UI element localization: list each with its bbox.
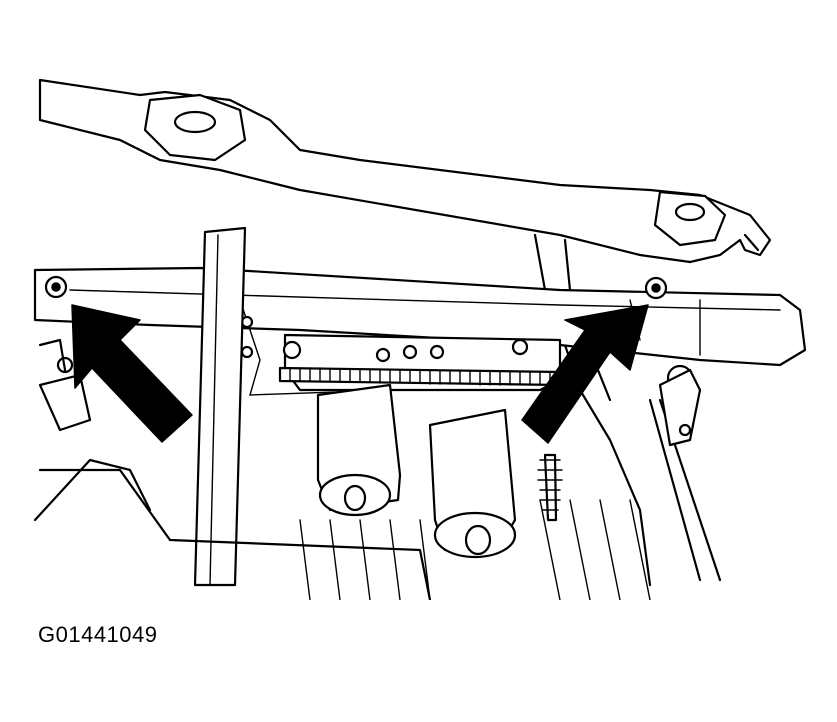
spring xyxy=(537,453,563,522)
linkage xyxy=(648,364,722,582)
bolt-right-center xyxy=(651,283,661,293)
vertical-rail xyxy=(193,226,247,587)
arrow-left xyxy=(71,304,193,443)
upper-bracket xyxy=(38,78,772,264)
arrow-right xyxy=(521,304,649,444)
figure-id-label: G01441049 xyxy=(38,622,158,647)
floor-lines xyxy=(33,458,651,600)
bolt-left-center xyxy=(51,282,61,292)
left-bracket xyxy=(38,338,92,432)
seat-track-motor-diagram xyxy=(33,78,807,600)
motor-left xyxy=(316,383,402,517)
gear-rack xyxy=(278,366,562,387)
motor-right xyxy=(428,408,517,559)
